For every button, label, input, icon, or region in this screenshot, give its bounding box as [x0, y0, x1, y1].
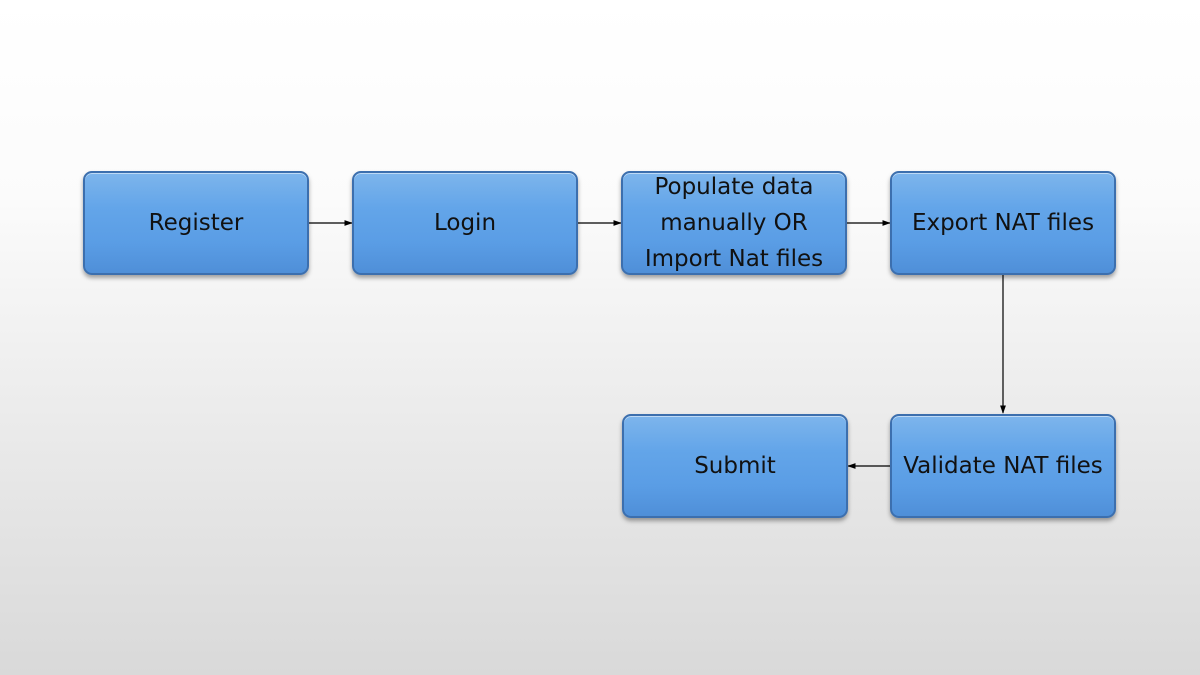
node-validate-nat-files: Validate NAT files	[890, 414, 1116, 518]
node-validate-nat-files-label: Validate NAT files	[903, 453, 1103, 479]
node-register-label: Register	[148, 210, 244, 236]
node-export-nat-files-label: Export NAT files	[911, 210, 1095, 236]
node-populate-data-label: Populate data manually OR Import Nat fil…	[644, 174, 824, 272]
node-submit: Submit	[622, 414, 848, 518]
node-submit-label: Submit	[694, 453, 776, 479]
node-export-nat-files: Export NAT files	[890, 171, 1116, 275]
node-login-label: Login	[433, 210, 497, 236]
node-login: Login	[352, 171, 578, 275]
node-populate-data: Populate data manually OR Import Nat fil…	[621, 171, 847, 275]
node-register: Register	[83, 171, 309, 275]
